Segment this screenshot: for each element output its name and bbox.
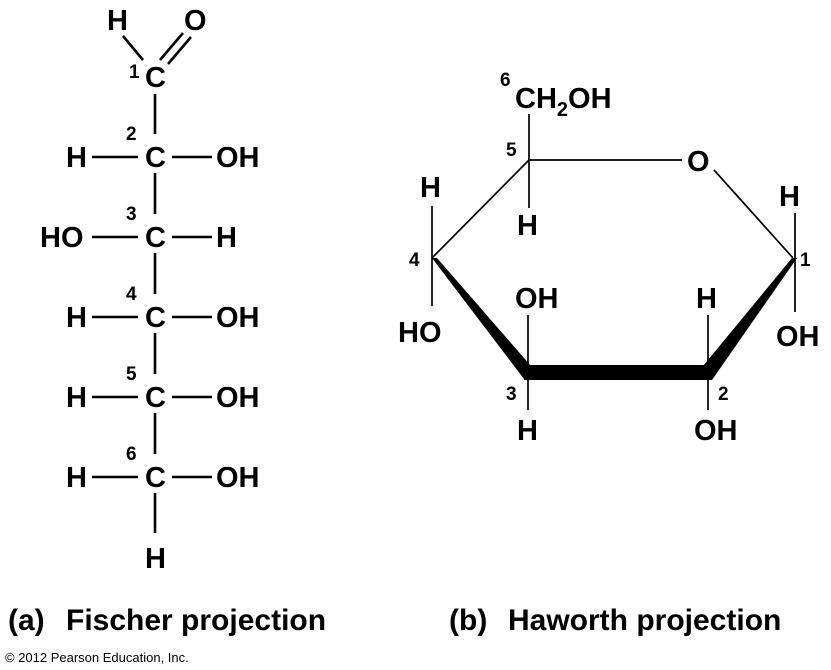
fischer-c4-atom: C <box>145 302 166 334</box>
caption-b-tag: (b) <box>449 604 487 637</box>
fischer-aldehyde-h: H <box>107 5 128 37</box>
fischer-c2-number: 2 <box>126 124 137 145</box>
haworth-c3-h: H <box>517 415 538 447</box>
fischer-aldehyde-o: O <box>184 5 207 37</box>
fischer-ch-bond <box>122 35 144 61</box>
haworth-c3-number: 3 <box>506 384 517 405</box>
haworth-ring-o: O <box>687 146 710 178</box>
haworth-c1-h: H <box>779 181 800 213</box>
fischer-c6-number: 6 <box>126 444 137 465</box>
fischer-c2-left: H <box>66 142 87 174</box>
fischer-c5-atom: C <box>145 382 166 414</box>
haworth-c2-c1-wedge <box>703 258 797 380</box>
fischer-c2-atom: C <box>145 142 166 174</box>
fischer-c3-right: H <box>216 222 237 254</box>
haworth-c3-oh: OH <box>515 283 559 315</box>
fischer-co-double-bond-a <box>159 32 184 61</box>
caption-b: (b) Haworth projection <box>449 604 781 637</box>
haworth-c4-ho: HO <box>398 317 442 349</box>
haworth-o-c1-bond <box>713 169 794 259</box>
fischer-bottom-h: H <box>145 543 166 575</box>
fischer-c5-right: OH <box>216 382 260 414</box>
fischer-c1-atom: C <box>145 62 166 94</box>
fischer-c6-left: H <box>66 462 87 494</box>
haworth-c5-number: 5 <box>506 140 517 161</box>
fischer-co-double-bond-b <box>167 36 192 65</box>
haworth-c2-h: H <box>696 283 717 315</box>
fischer-c5-number: 5 <box>126 364 137 385</box>
haworth-c4-c3-wedge <box>432 258 531 379</box>
haworth-c2-oh: OH <box>694 415 738 447</box>
haworth-c5-c4-bond <box>431 159 530 259</box>
haworth-c4-number: 4 <box>409 250 420 271</box>
fischer-c1-number: 1 <box>129 62 140 83</box>
fischer-c3-left: HO <box>40 222 84 254</box>
haworth-c6-number: 6 <box>500 70 511 91</box>
fischer-c4-left: H <box>66 302 87 334</box>
fischer-c4-right: OH <box>216 302 260 334</box>
haworth-c1-oh: OH <box>776 321 820 353</box>
caption-a-tag: (a) <box>8 604 45 637</box>
fischer-c4-number: 4 <box>126 284 137 305</box>
haworth-ch2oh: CH2OH <box>515 83 612 121</box>
haworth-c1-number: 1 <box>800 250 811 271</box>
fischer-c3-number: 3 <box>126 204 137 225</box>
fischer-c6-right: OH <box>216 462 260 494</box>
fischer-c3-atom: C <box>145 222 166 254</box>
caption-b-text: Haworth projection <box>508 604 781 637</box>
caption-a: (a) Fischer projection <box>8 604 326 637</box>
haworth-projection: 6 CH2OH 5 H O 4 H HO OH 3 H H 2 OH <box>398 70 820 447</box>
caption-a-text: Fischer projection <box>66 604 326 637</box>
copyright-notice: © 2012 Pearson Education, Inc. <box>5 650 189 665</box>
fischer-c2-right: OH <box>216 142 260 174</box>
fischer-c6-atom: C <box>145 462 166 494</box>
fischer-projection: H O 1 C 2 H C OH 3 HO C H 4 H C OH <box>40 5 260 575</box>
haworth-c4-h: H <box>420 172 441 204</box>
fischer-c5-left: H <box>66 382 87 414</box>
haworth-c5-h: H <box>517 210 538 242</box>
haworth-c3-c2-wedge <box>524 365 712 380</box>
haworth-c2-number: 2 <box>718 384 729 405</box>
